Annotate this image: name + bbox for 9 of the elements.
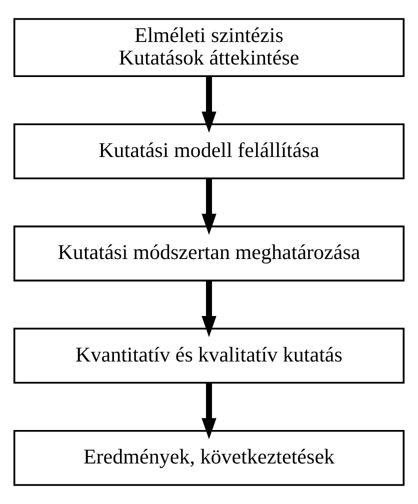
arrow	[202, 383, 216, 440]
node-box: Eredmények, következtetések	[13, 430, 405, 486]
arrow	[202, 178, 216, 235]
arrow	[202, 76, 216, 133]
node-box: Kutatási modell felállítása	[13, 123, 405, 180]
node-box: Elméleti szintézis Kutatások áttekintése	[13, 18, 405, 78]
node-box: Kutatási módszertan meghatározása	[13, 226, 405, 282]
node-box: Kvantitatív és kvalitatív kutatás	[13, 328, 405, 384]
arrow	[202, 281, 216, 338]
